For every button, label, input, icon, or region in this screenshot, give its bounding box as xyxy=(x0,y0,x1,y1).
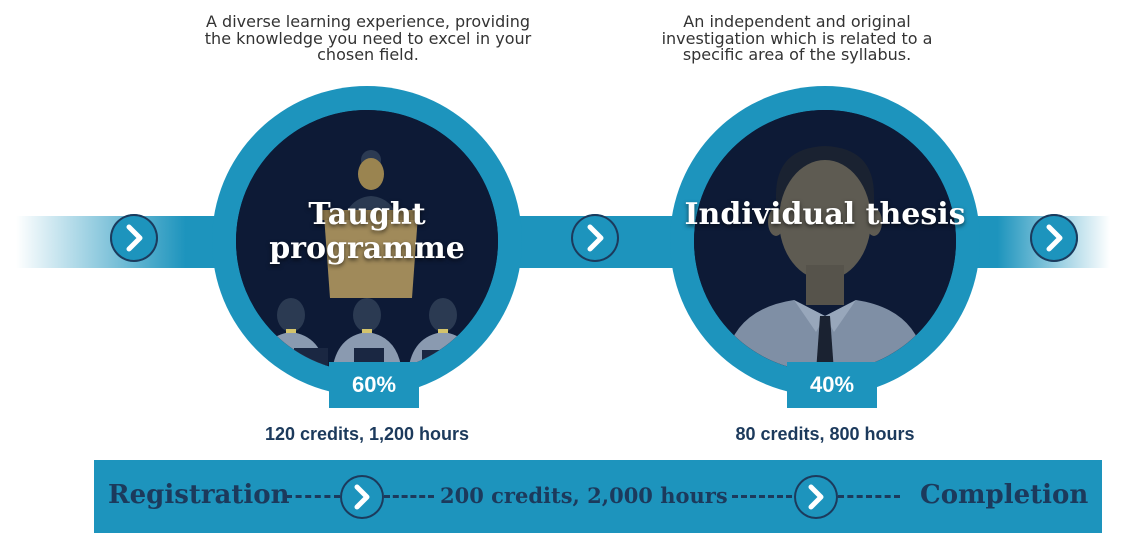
taught-programme-circle: Taught programme xyxy=(212,86,522,396)
man-portrait-illustration xyxy=(694,110,956,372)
lecture-audience-illustration xyxy=(236,110,498,372)
chevron-right-icon xyxy=(794,475,838,519)
taught-programme-title: Taught programme xyxy=(269,197,465,266)
chevron-right-icon xyxy=(1030,214,1078,262)
taught-programme-credits: 120 credits, 1,200 hours xyxy=(264,424,470,444)
individual-thesis-description: An independent and original investigatio… xyxy=(661,12,933,64)
dashed-connector xyxy=(384,495,434,498)
total-credits-label: 200 credits, 2,000 hours xyxy=(440,483,728,508)
timeline-footer: Registration 200 credits, 2,000 hours Co… xyxy=(94,460,1102,533)
completion-label: Completion xyxy=(920,480,1089,510)
taught-programme-percentage: 60% xyxy=(329,362,419,408)
chevron-right-icon xyxy=(340,475,384,519)
individual-thesis-percentage: 40% xyxy=(787,362,877,408)
individual-thesis-circle: Individual thesis xyxy=(670,86,980,396)
chevron-right-icon xyxy=(110,214,158,262)
taught-programme-description: A diverse learning experience, providing… xyxy=(204,12,532,64)
dashed-connector xyxy=(838,495,900,498)
dashed-connector xyxy=(732,495,792,498)
dashed-connector xyxy=(286,495,340,498)
individual-thesis-title: Individual thesis xyxy=(684,197,966,232)
registration-label: Registration xyxy=(108,480,290,510)
chevron-right-icon xyxy=(571,214,619,262)
individual-thesis-credits: 80 credits, 800 hours xyxy=(735,424,915,444)
